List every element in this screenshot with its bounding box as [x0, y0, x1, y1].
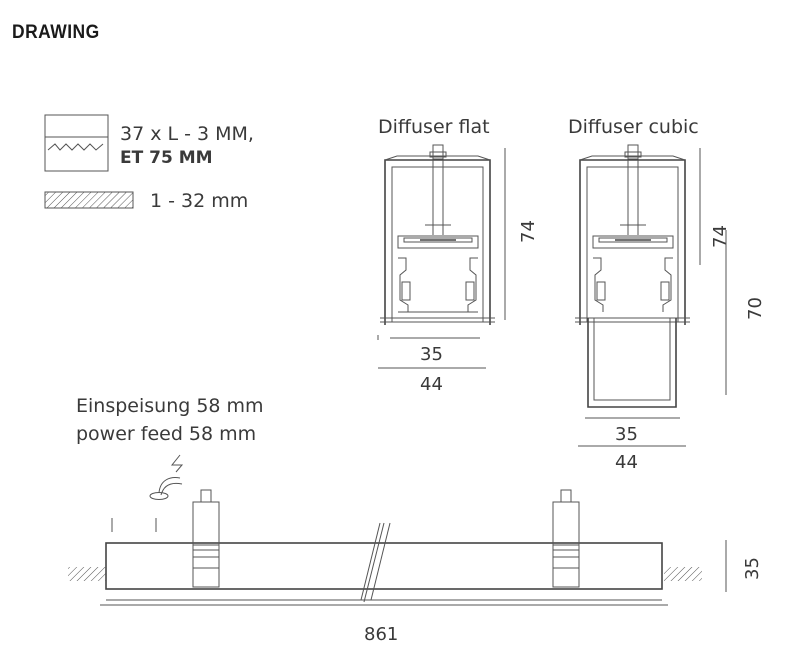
diffuser-flat-label: Diffuser flat — [378, 116, 490, 138]
cubic-outer-width: 44 — [615, 452, 638, 473]
cutout-symbol — [44, 114, 109, 172]
side-length-dimension: 861 — [364, 624, 398, 645]
ceiling-thickness-text: 1 - 32 mm — [150, 190, 248, 212]
cubic-diffuser-height-dimension: 70 — [745, 297, 766, 320]
power-feed-note: Einspeisung 58 mm power feed 58 mm — [76, 395, 264, 500]
power-feed-de: Einspeisung 58 mm — [76, 395, 264, 417]
side-height-dimension: 35 — [742, 557, 763, 580]
mounting-spring-right — [552, 489, 580, 588]
diffuser-flat-profile: Diffuser flat 74 35 44 — [377, 116, 539, 395]
cutout-dimension-text: 37 x L - 3 MM, — [120, 123, 254, 145]
cutout-legend: 37 x L - 3 MM, ET 75 MM — [44, 114, 254, 172]
cutout-depth-text: ET 75 MM — [120, 148, 213, 168]
sawtooth-icon — [47, 143, 104, 151]
ceiling-hatch-left — [68, 567, 106, 581]
page-title: DRAWING — [12, 22, 100, 43]
flat-height-dimension: 74 — [518, 220, 539, 243]
side-view: 35 861 — [68, 489, 763, 645]
mounting-spring-left — [192, 489, 220, 588]
flat-outer-width: 44 — [420, 374, 443, 395]
ceiling-hatch-right — [664, 567, 702, 581]
power-connector-icon — [149, 454, 184, 500]
cubic-height-dimension: 74 — [710, 225, 731, 248]
cubic-inner-width: 35 — [615, 424, 638, 445]
ceiling-thickness-legend: 1 - 32 mm — [44, 190, 248, 212]
hatch-icon — [44, 191, 134, 209]
flat-inner-width: 35 — [420, 344, 443, 365]
diffuser-cubic-label: Diffuser cubic — [568, 116, 699, 138]
power-feed-en: power feed 58 mm — [76, 423, 256, 445]
diffuser-cubic-profile: Diffuser cubic 74 70 35 44 — [568, 116, 766, 473]
luminaire-body — [105, 542, 663, 590]
